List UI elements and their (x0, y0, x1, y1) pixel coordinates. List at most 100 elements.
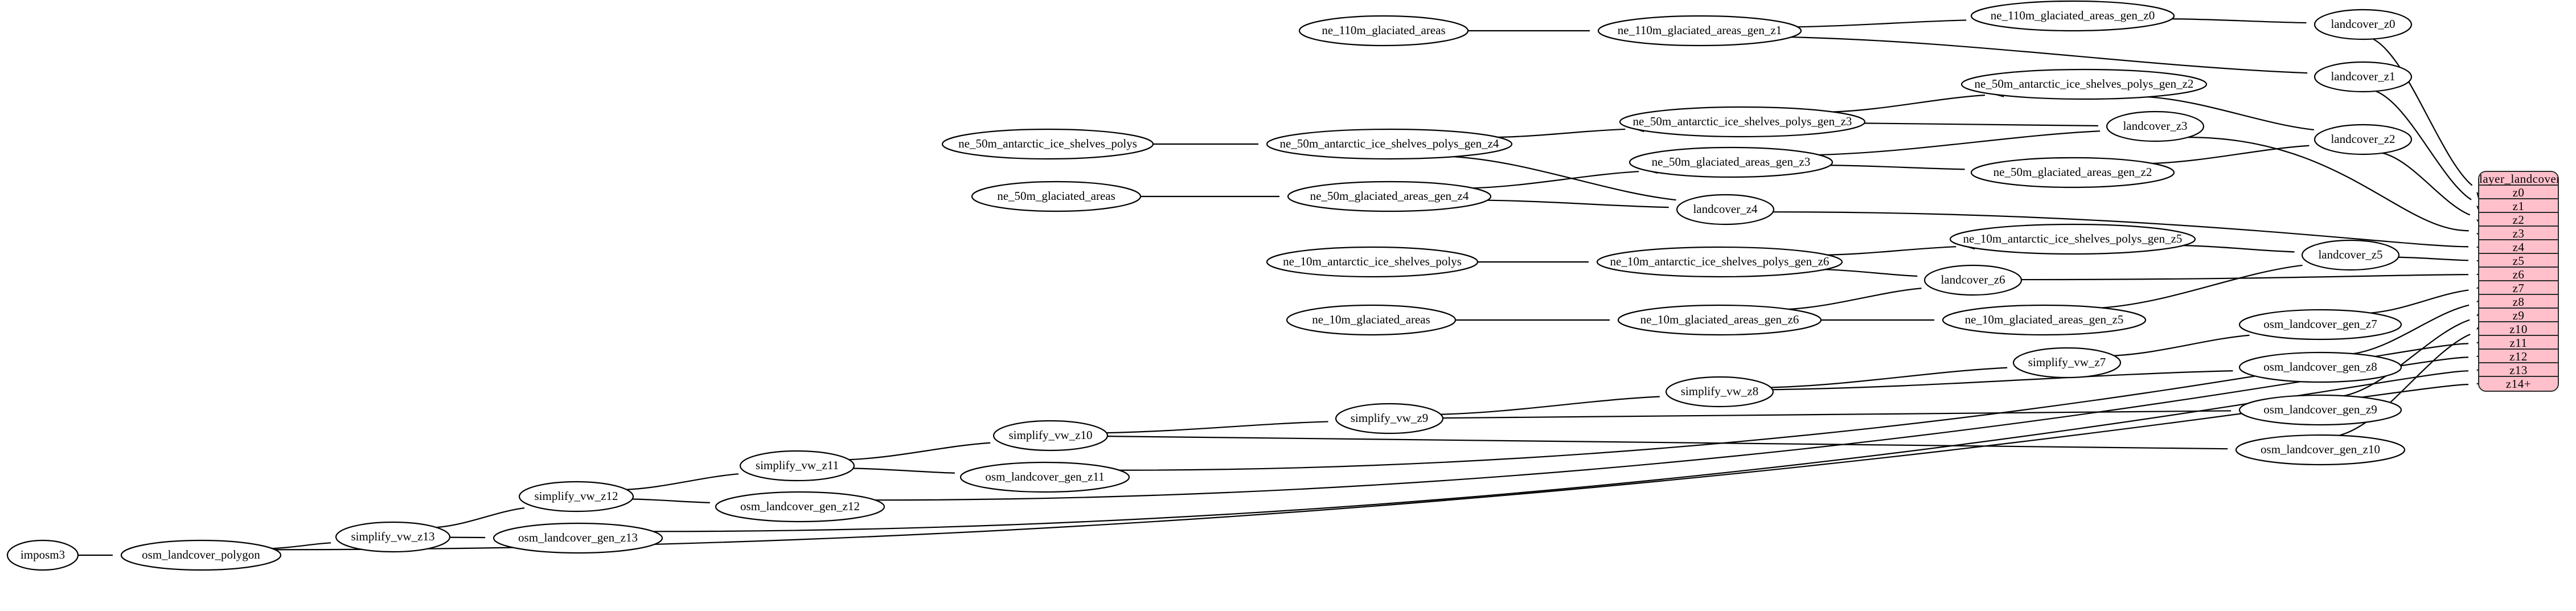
graph-node-ne_110m_glaciated_areas_gen_z1[interactable]: ne_110m_glaciated_areas_gen_z1 (1597, 15, 1802, 47)
record-row-z7[interactable]: z7 (2479, 281, 2558, 295)
graph-edge-ne_50m_antarctic_ice_shelves_polys_gen_z3--to--landcover_z3 (1864, 122, 2099, 126)
node-ellipse (2238, 351, 2402, 383)
graph-edge-simplify_vw_z7--to--osm_landcover_gen_z7 (2114, 334, 2250, 356)
graph-node-ne_10m_glaciated_areas_gen_z5[interactable]: ne_10m_glaciated_areas_gen_z5 (1942, 304, 2147, 336)
node-ellipse (2314, 9, 2413, 40)
graph-node-landcover_z5[interactable]: landcover_z5 (2301, 239, 2400, 271)
graph-edge-ne_10m_glaciated_areas_gen_z5--to--landcover_z5 (2101, 264, 2303, 309)
graph-edge-landcover_z2--to--record_z2 (2382, 152, 2471, 216)
record-row-z1[interactable]: z1 (2479, 199, 2558, 213)
graph-node-osm_landcover_gen_z11[interactable]: osm_landcover_gen_z11 (959, 461, 1130, 493)
graph-edge-ne_10m_glaciated_areas_gen_z6--to--landcover_z6 (1789, 288, 1922, 310)
record-row-z13[interactable]: z13 (2479, 363, 2558, 377)
graph-node-ne_10m_antarctic_ice_shelves_polys_gen_z5[interactable]: ne_10m_antarctic_ice_shelves_polys_gen_z… (1949, 223, 2196, 255)
graph-node-ne_50m_glaciated_areas_gen_z2[interactable]: ne_50m_glaciated_areas_gen_z2 (1970, 157, 2175, 188)
node-ellipse (120, 539, 282, 571)
graph-node-ne_10m_antarctic_ice_shelves_polys_gen_z6[interactable]: ne_10m_antarctic_ice_shelves_polys_gen_z… (1596, 246, 1843, 278)
node-ellipse (1942, 304, 2147, 336)
graph-edge-simplify_vw_z11--to--osm_landcover_gen_z11 (853, 468, 955, 474)
graph-node-ne_10m_glaciated_areas[interactable]: ne_10m_glaciated_areas (1286, 304, 1457, 336)
node-ellipse (1266, 246, 1479, 278)
graph-edge-ne_50m_glaciated_areas_gen_z3--to--landcover_z3 (1819, 130, 2101, 156)
node-ellipse (1665, 376, 1774, 408)
record-row-z3[interactable]: z3 (2479, 227, 2558, 240)
graph-node-landcover_z3[interactable]: landcover_z3 (2106, 110, 2205, 142)
record-header: layer_landcover (2479, 172, 2559, 186)
graph-node-ne_110m_glaciated_areas_gen_z0[interactable]: ne_110m_glaciated_areas_gen_z0 (1970, 0, 2175, 32)
graph-node-ne_50m_antarctic_ice_shelves_polys_gen_z2[interactable]: ne_50m_antarctic_ice_shelves_polys_gen_z… (1960, 68, 2208, 100)
graph-node-ne_50m_glaciated_areas_gen_z3[interactable]: ne_50m_glaciated_areas_gen_z3 (1629, 146, 1833, 178)
graph-node-landcover_z4[interactable]: landcover_z4 (1676, 194, 1775, 225)
graph-edge-ne_110m_glaciated_areas_gen_z1--to--ne_110m_glaciated_areas_gen_z0 (1797, 19, 1967, 28)
graph-node-landcover_z6[interactable]: landcover_z6 (1923, 264, 2023, 296)
graph-node-ne_110m_glaciated_areas[interactable]: ne_110m_glaciated_areas (1298, 15, 1469, 47)
node-ellipse (1923, 264, 2023, 296)
graph-node-ne_50m_glaciated_areas[interactable]: ne_50m_glaciated_areas (971, 181, 1142, 212)
graph-edge-landcover_z0--to--record_z0 (2372, 38, 2473, 186)
graph-node-osm_landcover_gen_z9[interactable]: osm_landcover_gen_z9 (2238, 394, 2402, 426)
node-ellipse (1617, 304, 1822, 336)
graph-node-osm_landcover_gen_z13[interactable]: osm_landcover_gen_z13 (493, 522, 663, 554)
graph-node-osm_landcover_polygon[interactable]: osm_landcover_polygon (120, 539, 282, 571)
graph-edge-ne_50m_antarctic_ice_shelves_polys_gen_z4--to--ne_50m_antarctic_ice_shelves_polys_gen_z3 (1498, 128, 1626, 138)
graph-node-ne_50m_antarctic_ice_shelves_polys_gen_z3[interactable]: ne_50m_antarctic_ice_shelves_polys_gen_z… (1619, 106, 1866, 138)
graph-node-simplify_vw_z8[interactable]: simplify_vw_z8 (1665, 376, 1774, 408)
graph-edge-ne_10m_antarctic_ice_shelves_polys_gen_z5--to--landcover_z5 (2183, 245, 2295, 253)
graph-node-osm_landcover_gen_z7[interactable]: osm_landcover_gen_z7 (2238, 309, 2402, 341)
node-ellipse (992, 420, 1109, 452)
node-ellipse (2301, 239, 2400, 271)
graph-edge-ne_50m_glaciated_areas_gen_z4--to--ne_50m_glaciated_areas_gen_z3 (1472, 171, 1639, 189)
node-ellipse (2238, 394, 2402, 426)
graph-node-ne_50m_antarctic_ice_shelves_polys_gen_z4[interactable]: ne_50m_antarctic_ice_shelves_polys_gen_z… (1266, 128, 1513, 160)
graph-edge-osm_landcover_gen_z7--to--record_z7 (2370, 289, 2469, 314)
graph-node-simplify_vw_z12[interactable]: simplify_vw_z12 (518, 481, 634, 512)
record-row-z10[interactable]: z10 (2479, 322, 2558, 336)
record-row-z0[interactable]: z0 (2479, 186, 2558, 199)
record-row-z2[interactable]: z2 (2479, 213, 2558, 227)
graph-edge-simplify_vw_z8--to--simplify_vw_z7 (1770, 367, 2008, 388)
graph-node-ne_10m_antarctic_ice_shelves_polys[interactable]: ne_10m_antarctic_ice_shelves_polys (1266, 246, 1479, 278)
graph-edge-simplify_vw_z9--to--simplify_vw_z8 (1441, 396, 1660, 415)
graph-edge-simplify_vw_z9--to--osm_landcover_gen_z9 (1442, 410, 2232, 419)
node-layer: ne_110m_glaciated_areas ne_110m_glaciated… (6, 0, 2413, 571)
node-ellipse (959, 461, 1130, 493)
record-row-z4[interactable]: z4 (2479, 240, 2558, 254)
graph-node-ne_50m_glaciated_areas_gen_z4[interactable]: ne_50m_glaciated_areas_gen_z4 (1287, 181, 1492, 212)
graph-node-simplify_vw_z11[interactable]: simplify_vw_z11 (739, 450, 855, 482)
node-ellipse (1629, 146, 1833, 178)
graph-node-ne_10m_glaciated_areas_gen_z6[interactable]: ne_10m_glaciated_areas_gen_z6 (1617, 304, 1822, 336)
node-ellipse (1619, 106, 1866, 138)
node-ellipse (971, 181, 1142, 212)
graph-edge-landcover_z6--to--record_z6 (2021, 274, 2469, 281)
graph-node-osm_landcover_gen_z8[interactable]: osm_landcover_gen_z8 (2238, 351, 2402, 383)
node-ellipse (2314, 124, 2413, 155)
record-row-z11[interactable]: z11 (2479, 336, 2558, 350)
record-row-z14plus[interactable]: z14+ (2479, 377, 2558, 391)
graph-node-imposm3[interactable]: imposm3 (6, 539, 79, 571)
graph-node-landcover_z2[interactable]: landcover_z2 (2314, 124, 2413, 155)
graph-edge-landcover_z5--to--record_z5 (2398, 256, 2469, 261)
graph-node-simplify_vw_z13[interactable]: simplify_vw_z13 (335, 521, 451, 553)
graph-node-landcover_z1[interactable]: landcover_z1 (2314, 61, 2413, 93)
node-ellipse (2238, 309, 2402, 341)
graph-node-osm_landcover_gen_z12[interactable]: osm_landcover_gen_z12 (715, 491, 885, 523)
graph-node-simplify_vw_z9[interactable]: simplify_vw_z9 (1335, 403, 1444, 434)
node-ellipse (1266, 128, 1513, 160)
record-row-z8[interactable]: z8 (2479, 295, 2558, 309)
record-row-z5[interactable]: z5 (2479, 254, 2558, 268)
graph-node-landcover_z0[interactable]: landcover_z0 (2314, 9, 2413, 40)
graph-node-simplify_vw_z10[interactable]: simplify_vw_z10 (992, 420, 1109, 452)
node-ellipse (1970, 0, 2175, 32)
graph-node-osm_landcover_gen_z10[interactable]: osm_landcover_gen_z10 (2235, 434, 2406, 466)
graph-edge-simplify_vw_z8--to--osm_landcover_gen_z8 (1772, 370, 2233, 391)
node-ellipse (1298, 15, 1469, 47)
graph-node-ne_50m_antarctic_ice_shelves_polys[interactable]: ne_50m_antarctic_ice_shelves_polys (941, 128, 1154, 160)
node-ellipse (1960, 68, 2208, 100)
record-row-z9[interactable]: z9 (2479, 309, 2558, 322)
graph-node-simplify_vw_z7[interactable]: simplify_vw_z7 (2012, 347, 2122, 379)
graph-edge-osm_landcover_gen_z9--to--record_z9 (2344, 319, 2470, 397)
graph-edge-landcover_z1--to--record_z1 (2375, 91, 2472, 200)
record-row-z6[interactable]: z6 (2479, 268, 2558, 281)
record-row-z12[interactable]: z12 (2479, 350, 2558, 363)
